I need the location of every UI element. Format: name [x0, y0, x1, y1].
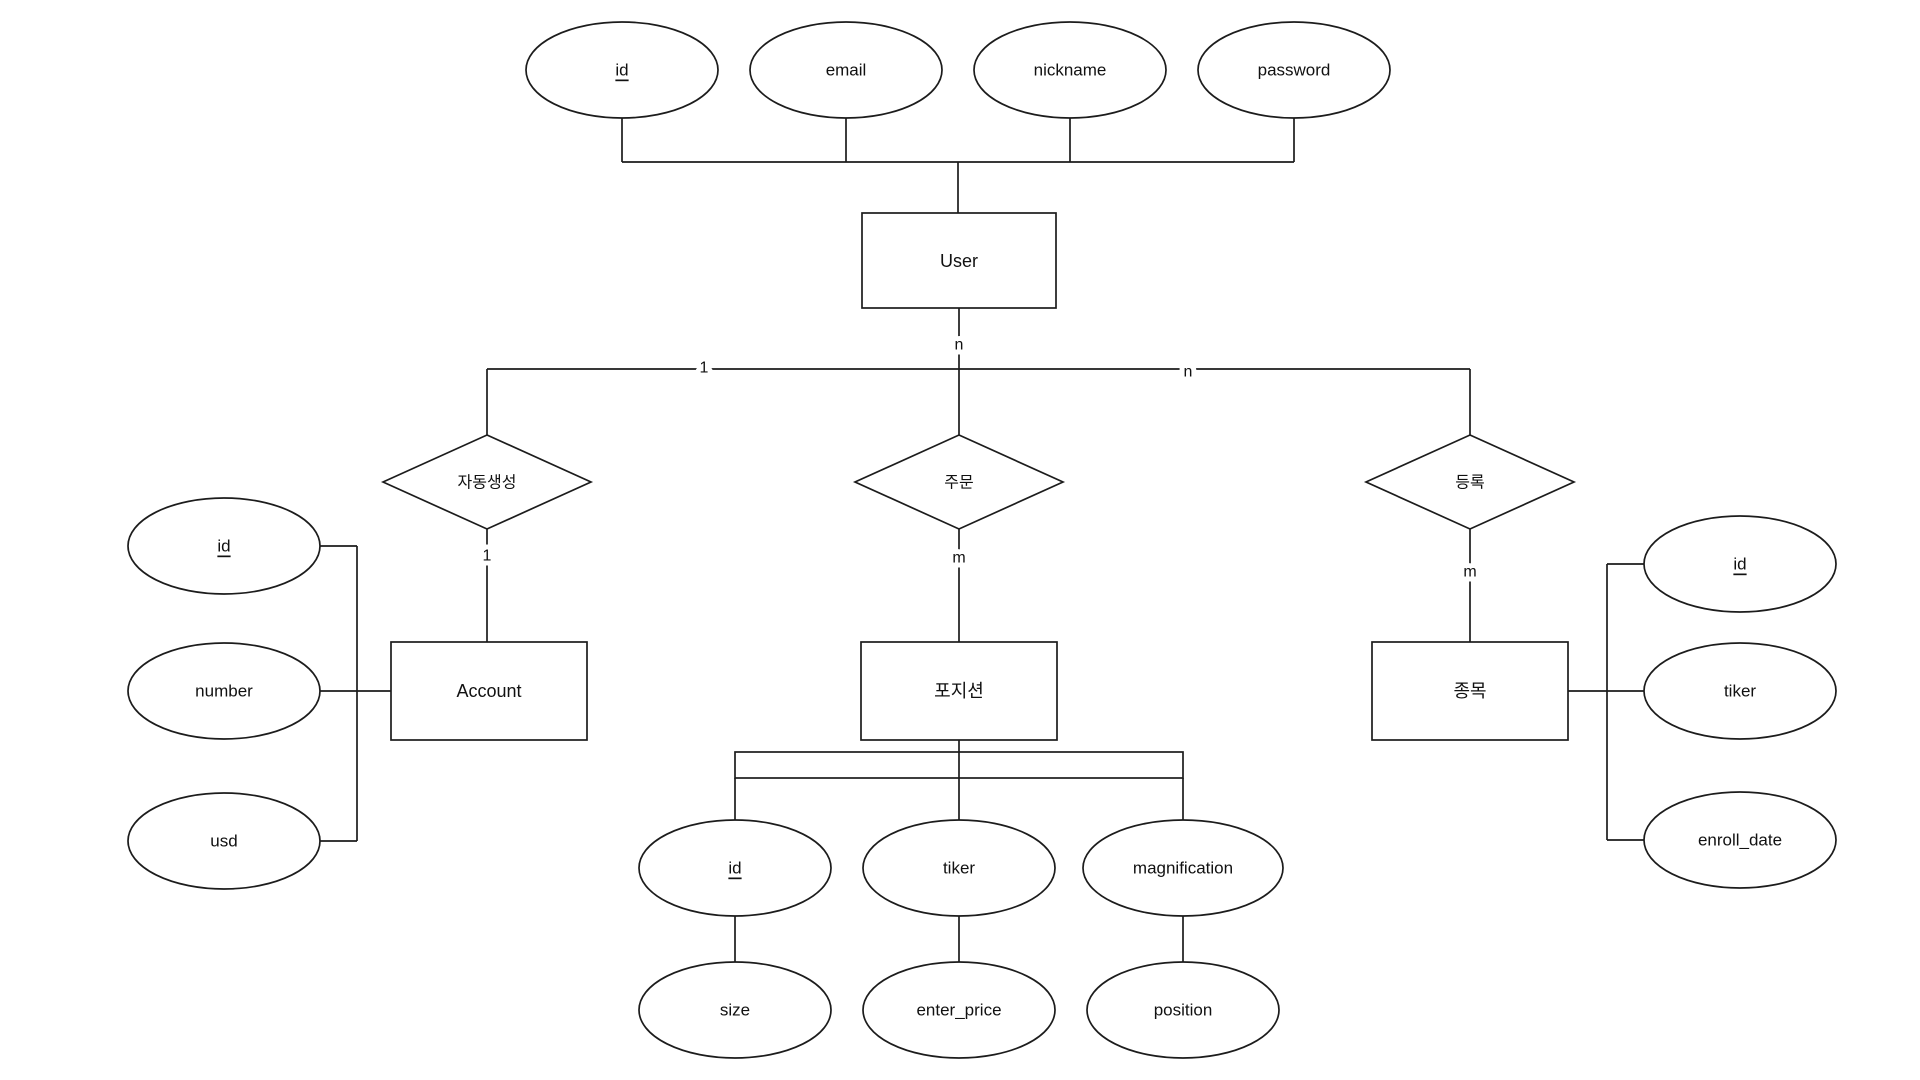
- relationship-order-label: 주문: [944, 475, 973, 492]
- position-attributes-bus-rect: [734, 751, 1184, 779]
- account-attr-id-label: id: [217, 537, 230, 556]
- stock-attr-enroll-date-label: enroll_date: [1698, 831, 1782, 850]
- position-entity-box: [860, 641, 1058, 741]
- position-attr-size-ellipse: [638, 961, 832, 1059]
- position-attr-size-label: size: [720, 1001, 750, 1020]
- user-attr-id-ellipse: [525, 21, 719, 119]
- user-attr-id-label: id: [615, 61, 628, 80]
- user-attr-nickname-ellipse: [973, 21, 1167, 119]
- stock-entity-label: 종목: [1453, 681, 1486, 701]
- user-attr-email-ellipse: [749, 21, 943, 119]
- cardinality-user-order: n: [955, 337, 964, 354]
- position-attr-id-ellipse: [638, 819, 832, 917]
- user-attr-email-label: email: [826, 61, 867, 80]
- user-entity-box: [861, 212, 1057, 309]
- cardinality-user-register: n: [1184, 364, 1193, 381]
- cardinality-user-auto-create: 1: [700, 360, 709, 377]
- user-attr-password-label: password: [1258, 61, 1331, 80]
- cardinality-account-auto-create: 1: [483, 548, 492, 565]
- position-attr-enter-price-label: enter_price: [916, 1001, 1001, 1020]
- account-entity-label: Account: [456, 681, 521, 701]
- user-entity-group: User: [861, 212, 1057, 309]
- relationship-auto-create-label: 자동생성: [458, 474, 517, 492]
- position-attr-tiker-ellipse: [862, 819, 1056, 917]
- account-entity-box: [390, 641, 588, 741]
- position-group: 포지션 id tiker magnification size enter_pr…: [638, 641, 1284, 1059]
- relationships-group: 자동생성 주문 등록 1 m m: [380, 434, 1577, 642]
- position-attr-magnification-ellipse: [1082, 819, 1284, 917]
- account-attr-usd-ellipse: [127, 792, 321, 890]
- stock-attr-enroll-date-ellipse: [1643, 791, 1837, 889]
- position-entity-label: 포지션: [934, 681, 984, 701]
- account-group: Account id number usd: [127, 497, 588, 890]
- branch-group: n 1 n: [486, 308, 1471, 435]
- account-attr-id-ellipse: [127, 497, 321, 595]
- position-attr-tiker-label: tiker: [943, 859, 975, 878]
- position-attr-id-label: id: [728, 859, 741, 878]
- cardinality-stock-register: m: [1463, 564, 1476, 581]
- cardinality-position-order: m: [952, 550, 965, 567]
- position-attr-enter-price-ellipse: [862, 961, 1056, 1059]
- user-attr-password-ellipse: [1197, 21, 1391, 119]
- stock-group: 종목 id tiker enroll_date: [1371, 515, 1837, 889]
- user-entity-label: User: [940, 251, 978, 271]
- relationship-register-label: 등록: [1455, 474, 1484, 492]
- stock-entity-box: [1371, 641, 1569, 741]
- stock-attr-tiker-ellipse: [1643, 642, 1837, 740]
- stock-attr-id-ellipse: [1643, 515, 1837, 613]
- stock-attr-id-label: id: [1733, 555, 1746, 574]
- user-attributes-group: id email nickname password: [525, 21, 1391, 213]
- account-attr-number-ellipse: [127, 642, 321, 740]
- position-attr-position-label: position: [1154, 1001, 1213, 1020]
- account-attr-number-label: number: [195, 682, 253, 701]
- user-attr-nickname-label: nickname: [1034, 61, 1107, 80]
- account-attr-usd-label: usd: [210, 832, 237, 851]
- position-attr-magnification-label: magnification: [1133, 859, 1233, 878]
- stock-attr-tiker-label: tiker: [1724, 682, 1756, 701]
- position-attr-position-ellipse: [1086, 961, 1280, 1059]
